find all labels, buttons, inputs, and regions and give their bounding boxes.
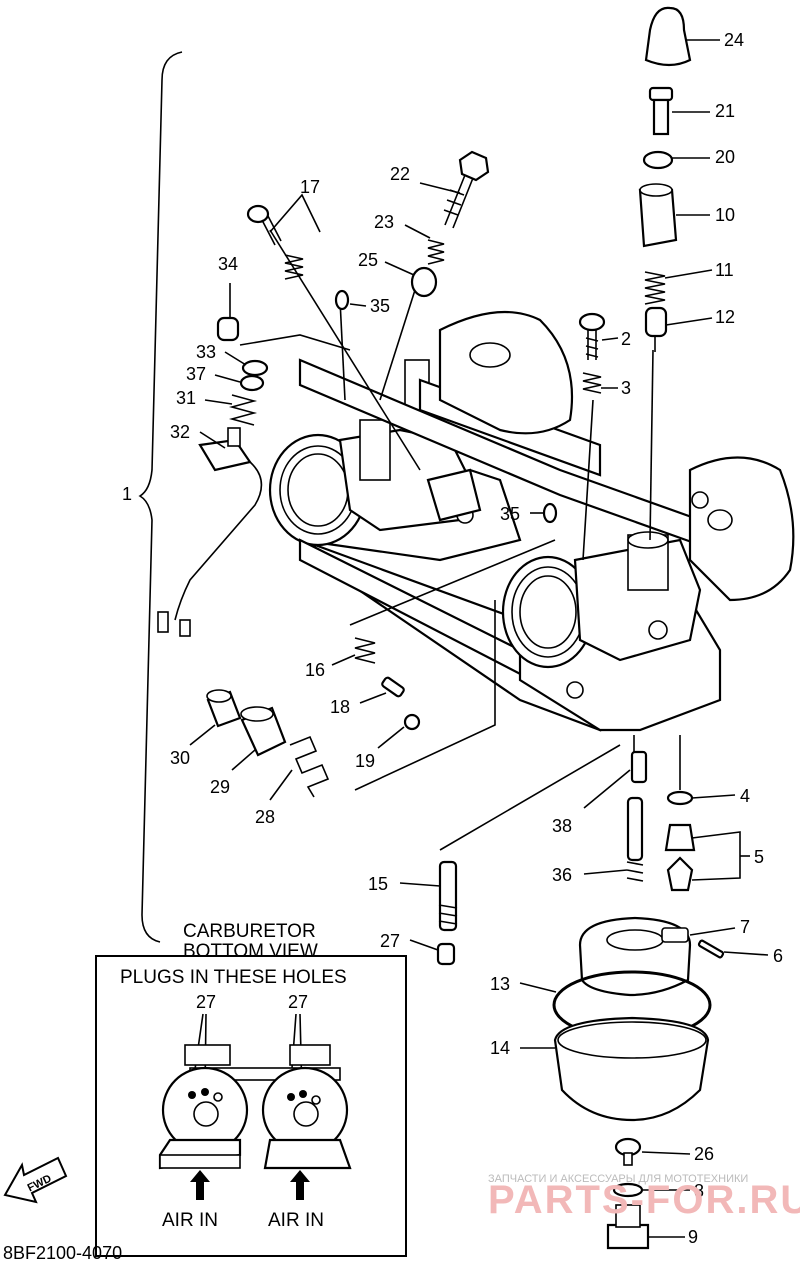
part-21-adjuster (648, 86, 674, 136)
part-35-oring-mid (542, 502, 558, 524)
label-16: 16 (305, 660, 325, 680)
part-24-cap (644, 6, 692, 67)
fwd-arrow-icon: FWD (3, 1156, 68, 1204)
label-19: 19 (355, 751, 375, 771)
label-24: 24 (724, 30, 744, 50)
part-38-jet-holder (630, 750, 648, 784)
part-37-oring (239, 374, 265, 392)
label-30: 30 (170, 748, 190, 768)
air-in-left: AIR IN (162, 1210, 218, 1231)
label-11: 11 (715, 260, 734, 280)
part-16-spring (354, 637, 376, 664)
label-38: 38 (552, 816, 572, 836)
carburetor-body (268, 310, 795, 732)
part-7-float (578, 916, 692, 997)
part-29-sleeve (240, 706, 287, 757)
inset-box-title: PLUGS IN THESE HOLES (120, 967, 347, 988)
part-30-cap (206, 689, 242, 728)
inset-plug-label-right: 27 (288, 992, 308, 1012)
label-15: 15 (368, 874, 388, 894)
part-4-washer (666, 790, 694, 806)
part-17-pilot-screw (246, 204, 304, 280)
part-15-pilot-jet (438, 860, 458, 932)
part-3-spring (582, 372, 602, 394)
part-35-oring-top (334, 289, 350, 311)
part-34-cap (216, 316, 240, 342)
label-14: 14 (490, 1038, 510, 1058)
label-27: 27 (380, 931, 400, 951)
part-18-pin (381, 676, 405, 698)
label-25: 25 (358, 250, 378, 270)
part-8-washer (612, 1182, 644, 1198)
label-33: 33 (196, 342, 216, 362)
part-23-spring (427, 239, 445, 265)
label-10: 10 (715, 205, 735, 225)
label-37: 37 (186, 364, 206, 384)
watermark-line1: ЗАПЧАСТИ И АКСЕССУАРЫ ДЛЯ МОТОТЕХНИКИ (488, 1173, 748, 1185)
bottom-view-inset: CARBURETOR BOTTOM VIEW PLUGS IN THESE HO… (95, 921, 407, 1257)
part-12-holder (644, 306, 668, 352)
part-22-screw (443, 150, 490, 229)
air-in-right: AIR IN (268, 1210, 324, 1231)
part-6-pin (697, 939, 725, 959)
label-2: 2 (621, 329, 631, 349)
label-23: 23 (374, 212, 394, 232)
label-12: 12 (715, 307, 735, 327)
part-2-screw (578, 312, 606, 360)
part-33-washer (241, 359, 269, 377)
label-18: 18 (330, 697, 350, 717)
label-26: 26 (694, 1144, 714, 1164)
label-31: 31 (176, 388, 196, 408)
watermark-logo: PARTS-FOR.RU (488, 1178, 800, 1222)
part-10-top (638, 183, 678, 248)
label-22: 22 (390, 164, 410, 184)
part-19-clip (403, 713, 421, 731)
inset-caption-line1: CARBURETOR (183, 921, 316, 942)
label-9: 9 (688, 1227, 698, 1247)
label-8: 8 (694, 1181, 704, 1201)
part-27-plug (436, 942, 456, 966)
label-1: 1 (122, 484, 132, 504)
label-20: 20 (715, 147, 735, 167)
part-31-spring (228, 394, 258, 426)
part-26-screw (614, 1137, 642, 1166)
inset-plug-label-left: 27 (196, 992, 216, 1012)
label-17: 17 (300, 177, 320, 197)
part-number-labels: 1 2 3 4 5 6 7 8 9 10 11 12 13 14 15 16 1… (122, 30, 783, 1247)
label-21: 21 (715, 101, 735, 121)
part-28-spring (289, 735, 330, 798)
part-36-needle-jet (626, 796, 644, 882)
assembly-leader-lines (239, 229, 681, 851)
label-28: 28 (255, 807, 275, 827)
part-32-sensor (157, 427, 263, 637)
label-leaders (189, 39, 769, 1238)
label-32: 32 (170, 422, 190, 442)
part-5-main-jet (664, 823, 696, 892)
part-20-nut (642, 150, 674, 170)
label-4: 4 (740, 786, 750, 806)
part-11-spring (644, 271, 666, 305)
diagram-code: 8BF2100-4070 (3, 1243, 122, 1263)
label-6: 6 (773, 946, 783, 966)
label-36: 36 (552, 865, 572, 885)
label-35-top: 35 (370, 296, 390, 316)
part-14-float-bowl (553, 1016, 710, 1122)
assembly-bracket (138, 51, 183, 943)
label-35-mid: 35 (500, 504, 520, 524)
label-29: 29 (210, 777, 230, 797)
inset-box (95, 955, 407, 1257)
part-9-drain-plug (606, 1204, 650, 1250)
label-3: 3 (621, 378, 631, 398)
label-5: 5 (754, 847, 764, 867)
label-13: 13 (490, 974, 510, 994)
label-7: 7 (740, 917, 750, 937)
part-25-washer (410, 266, 438, 298)
label-34: 34 (218, 254, 238, 274)
